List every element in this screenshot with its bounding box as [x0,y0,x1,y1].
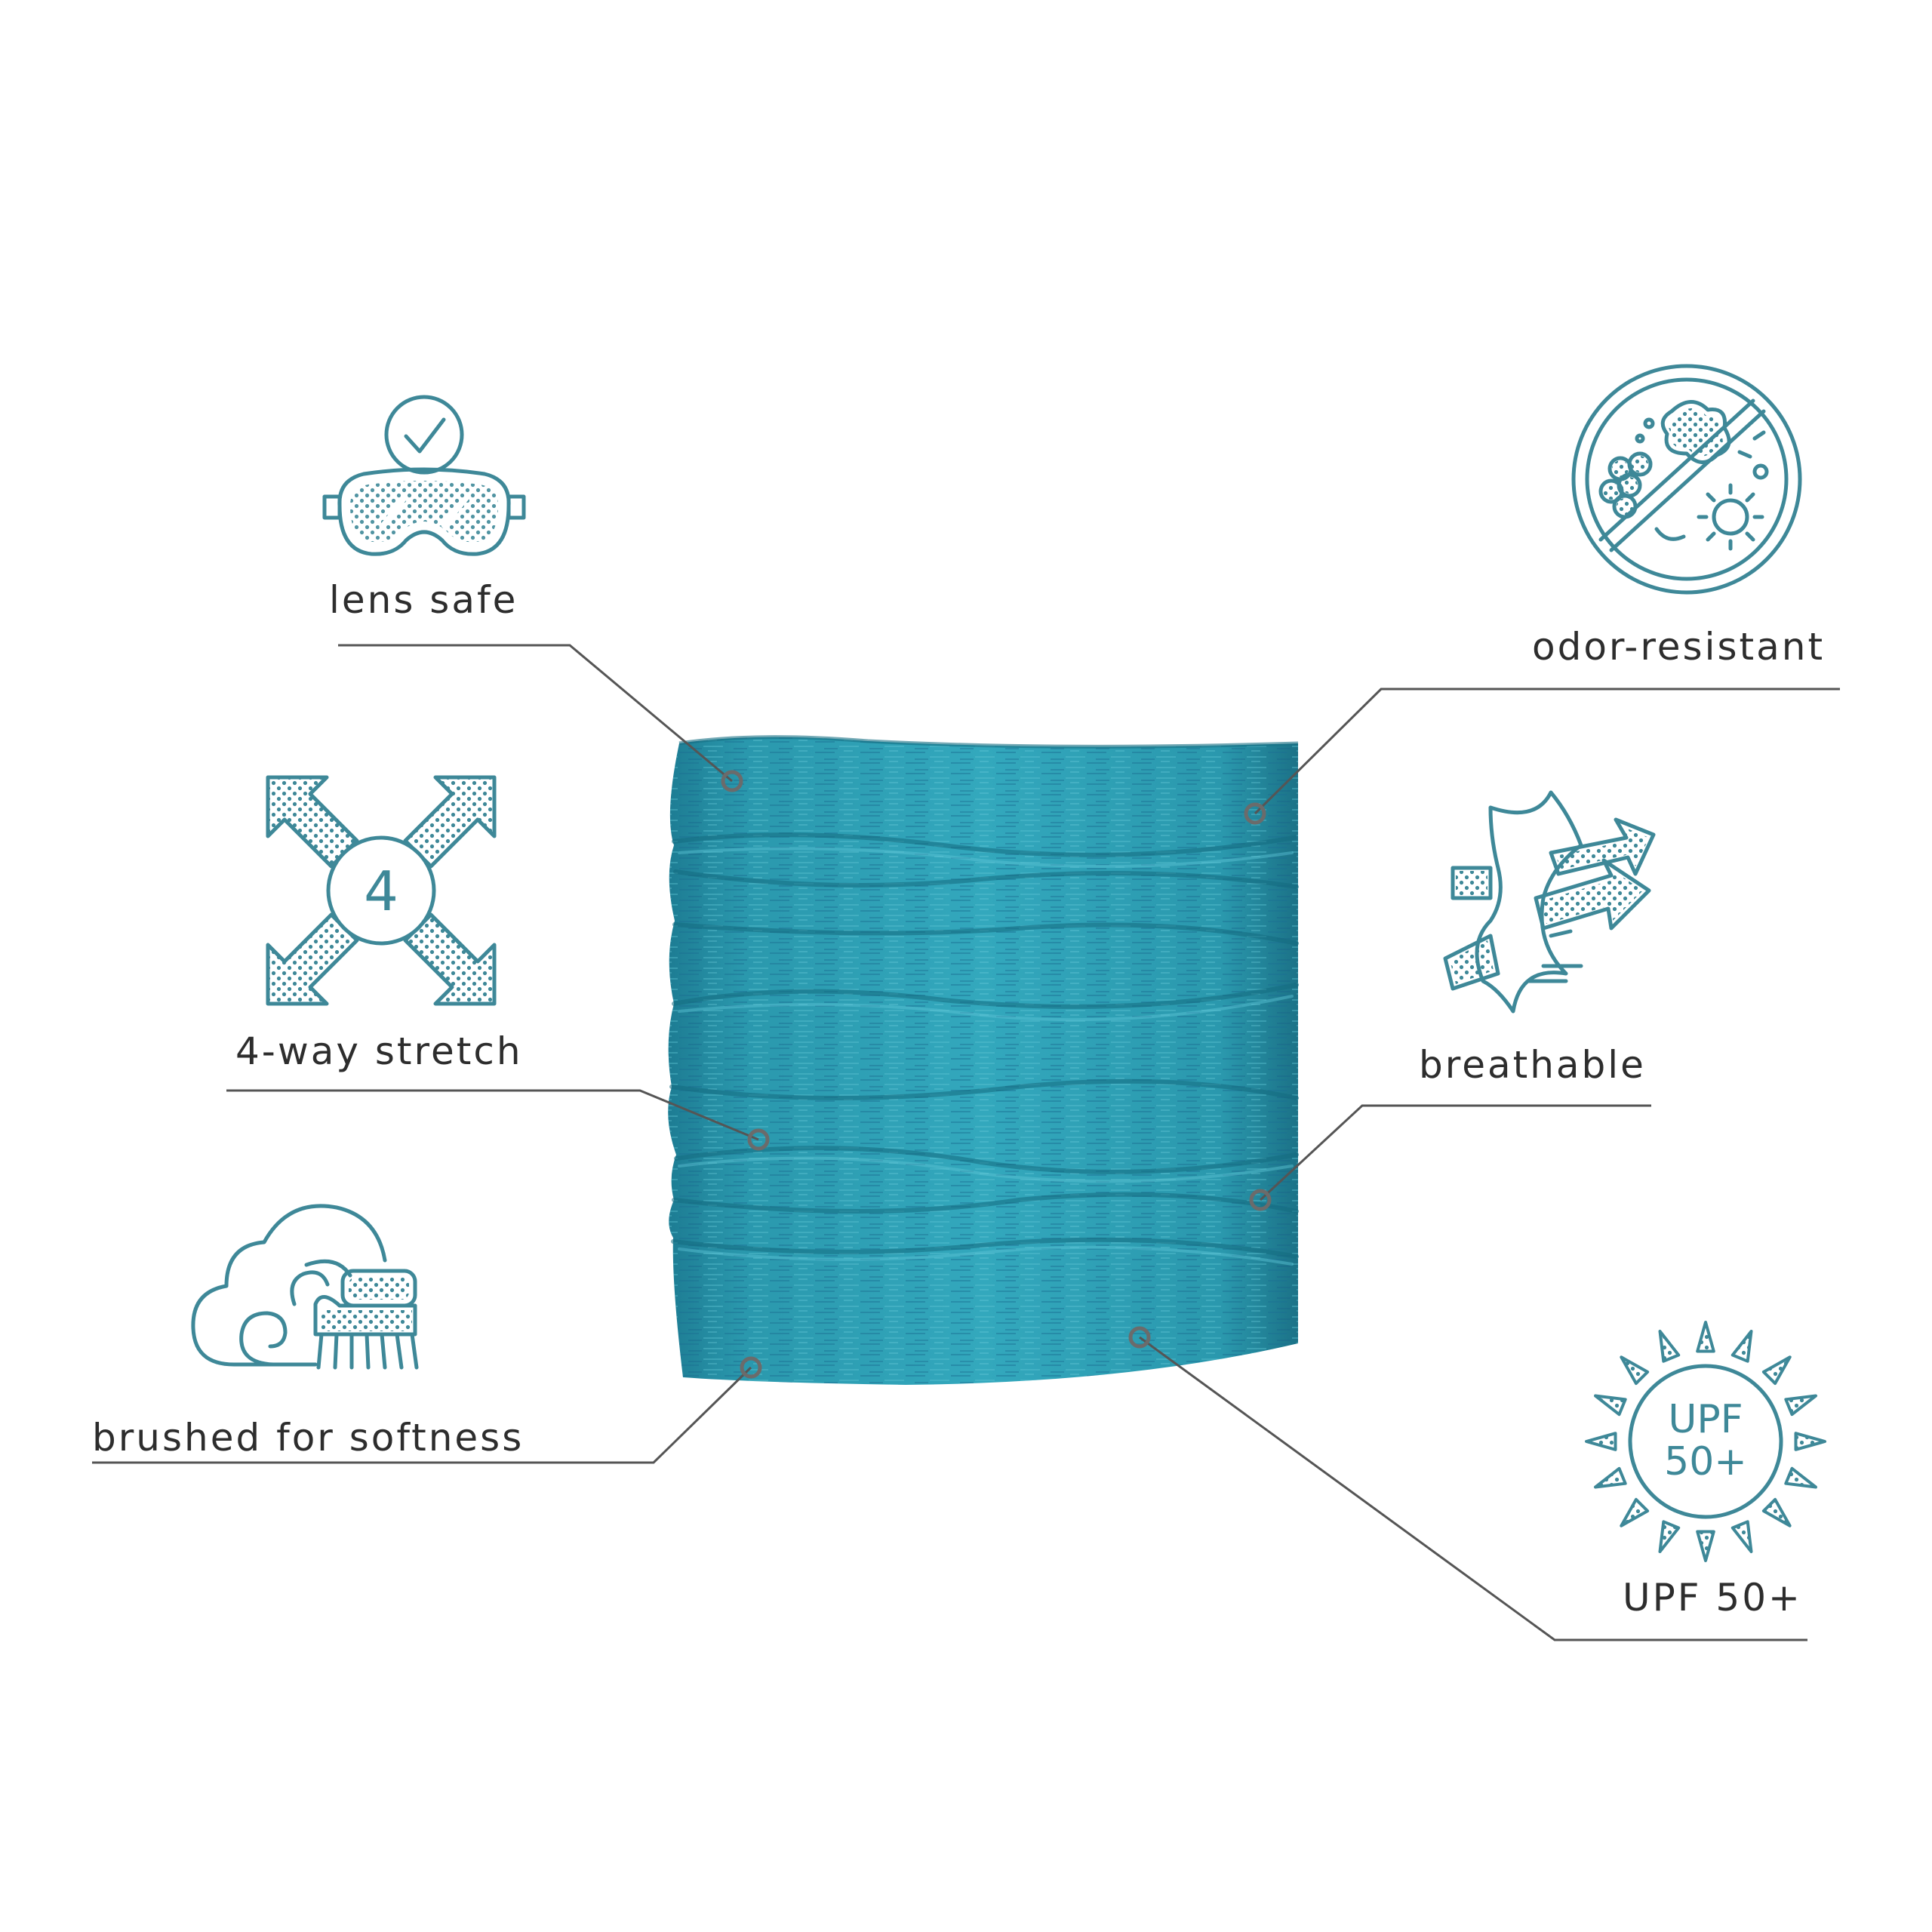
upf-label: UPF 50+ [1623,1576,1802,1620]
sun-ray [1696,1530,1715,1562]
sun-ray [1794,1432,1826,1451]
sun-ray [1730,1330,1753,1363]
sun-ray [1620,1355,1650,1386]
callout-breathable [1249,1104,1651,1211]
lens-safe-label: lens safe [329,578,518,622]
callout-upf [1128,1326,1807,1641]
callout-brushed [92,1356,762,1464]
callout-lens-safe [338,644,743,792]
sun-ray [1784,1466,1817,1489]
sun-ray [1761,1497,1792,1527]
sun-ray [1696,1321,1715,1353]
brushed-label: brushed for softness [92,1416,525,1460]
sun-ray [1594,1394,1627,1417]
cloud-brush-icon [191,1204,419,1370]
sun-ray [1784,1394,1817,1417]
four-arrows-icon: 4 [266,775,497,1006]
breathable-label: breathable [1419,1043,1646,1087]
sun-ray [1730,1520,1753,1553]
sun-ray [1761,1355,1792,1386]
callout-odor-resistant [1244,688,1840,825]
four-badge-text: 4 [364,860,398,923]
sun-upf-icon: UPF 50+ [1585,1321,1826,1562]
upf-badge-line2: 50+ [1664,1439,1747,1484]
sun-ray [1620,1497,1650,1527]
sun-ray [1594,1466,1627,1489]
goggles-check-icon [322,395,526,556]
callout-four-way-stretch [226,1089,770,1151]
sun-ray [1658,1520,1681,1553]
odor-resistant-label: odor-resistant [1532,625,1826,669]
sun-ray [1585,1432,1617,1451]
sun-ray [1658,1330,1681,1363]
four-way-stretch-label: 4-way stretch [235,1029,523,1073]
fabric-airflow-icon [1443,790,1656,1014]
no-bacteria-icon [1571,364,1802,595]
upf-badge-line1: UPF [1668,1397,1743,1442]
